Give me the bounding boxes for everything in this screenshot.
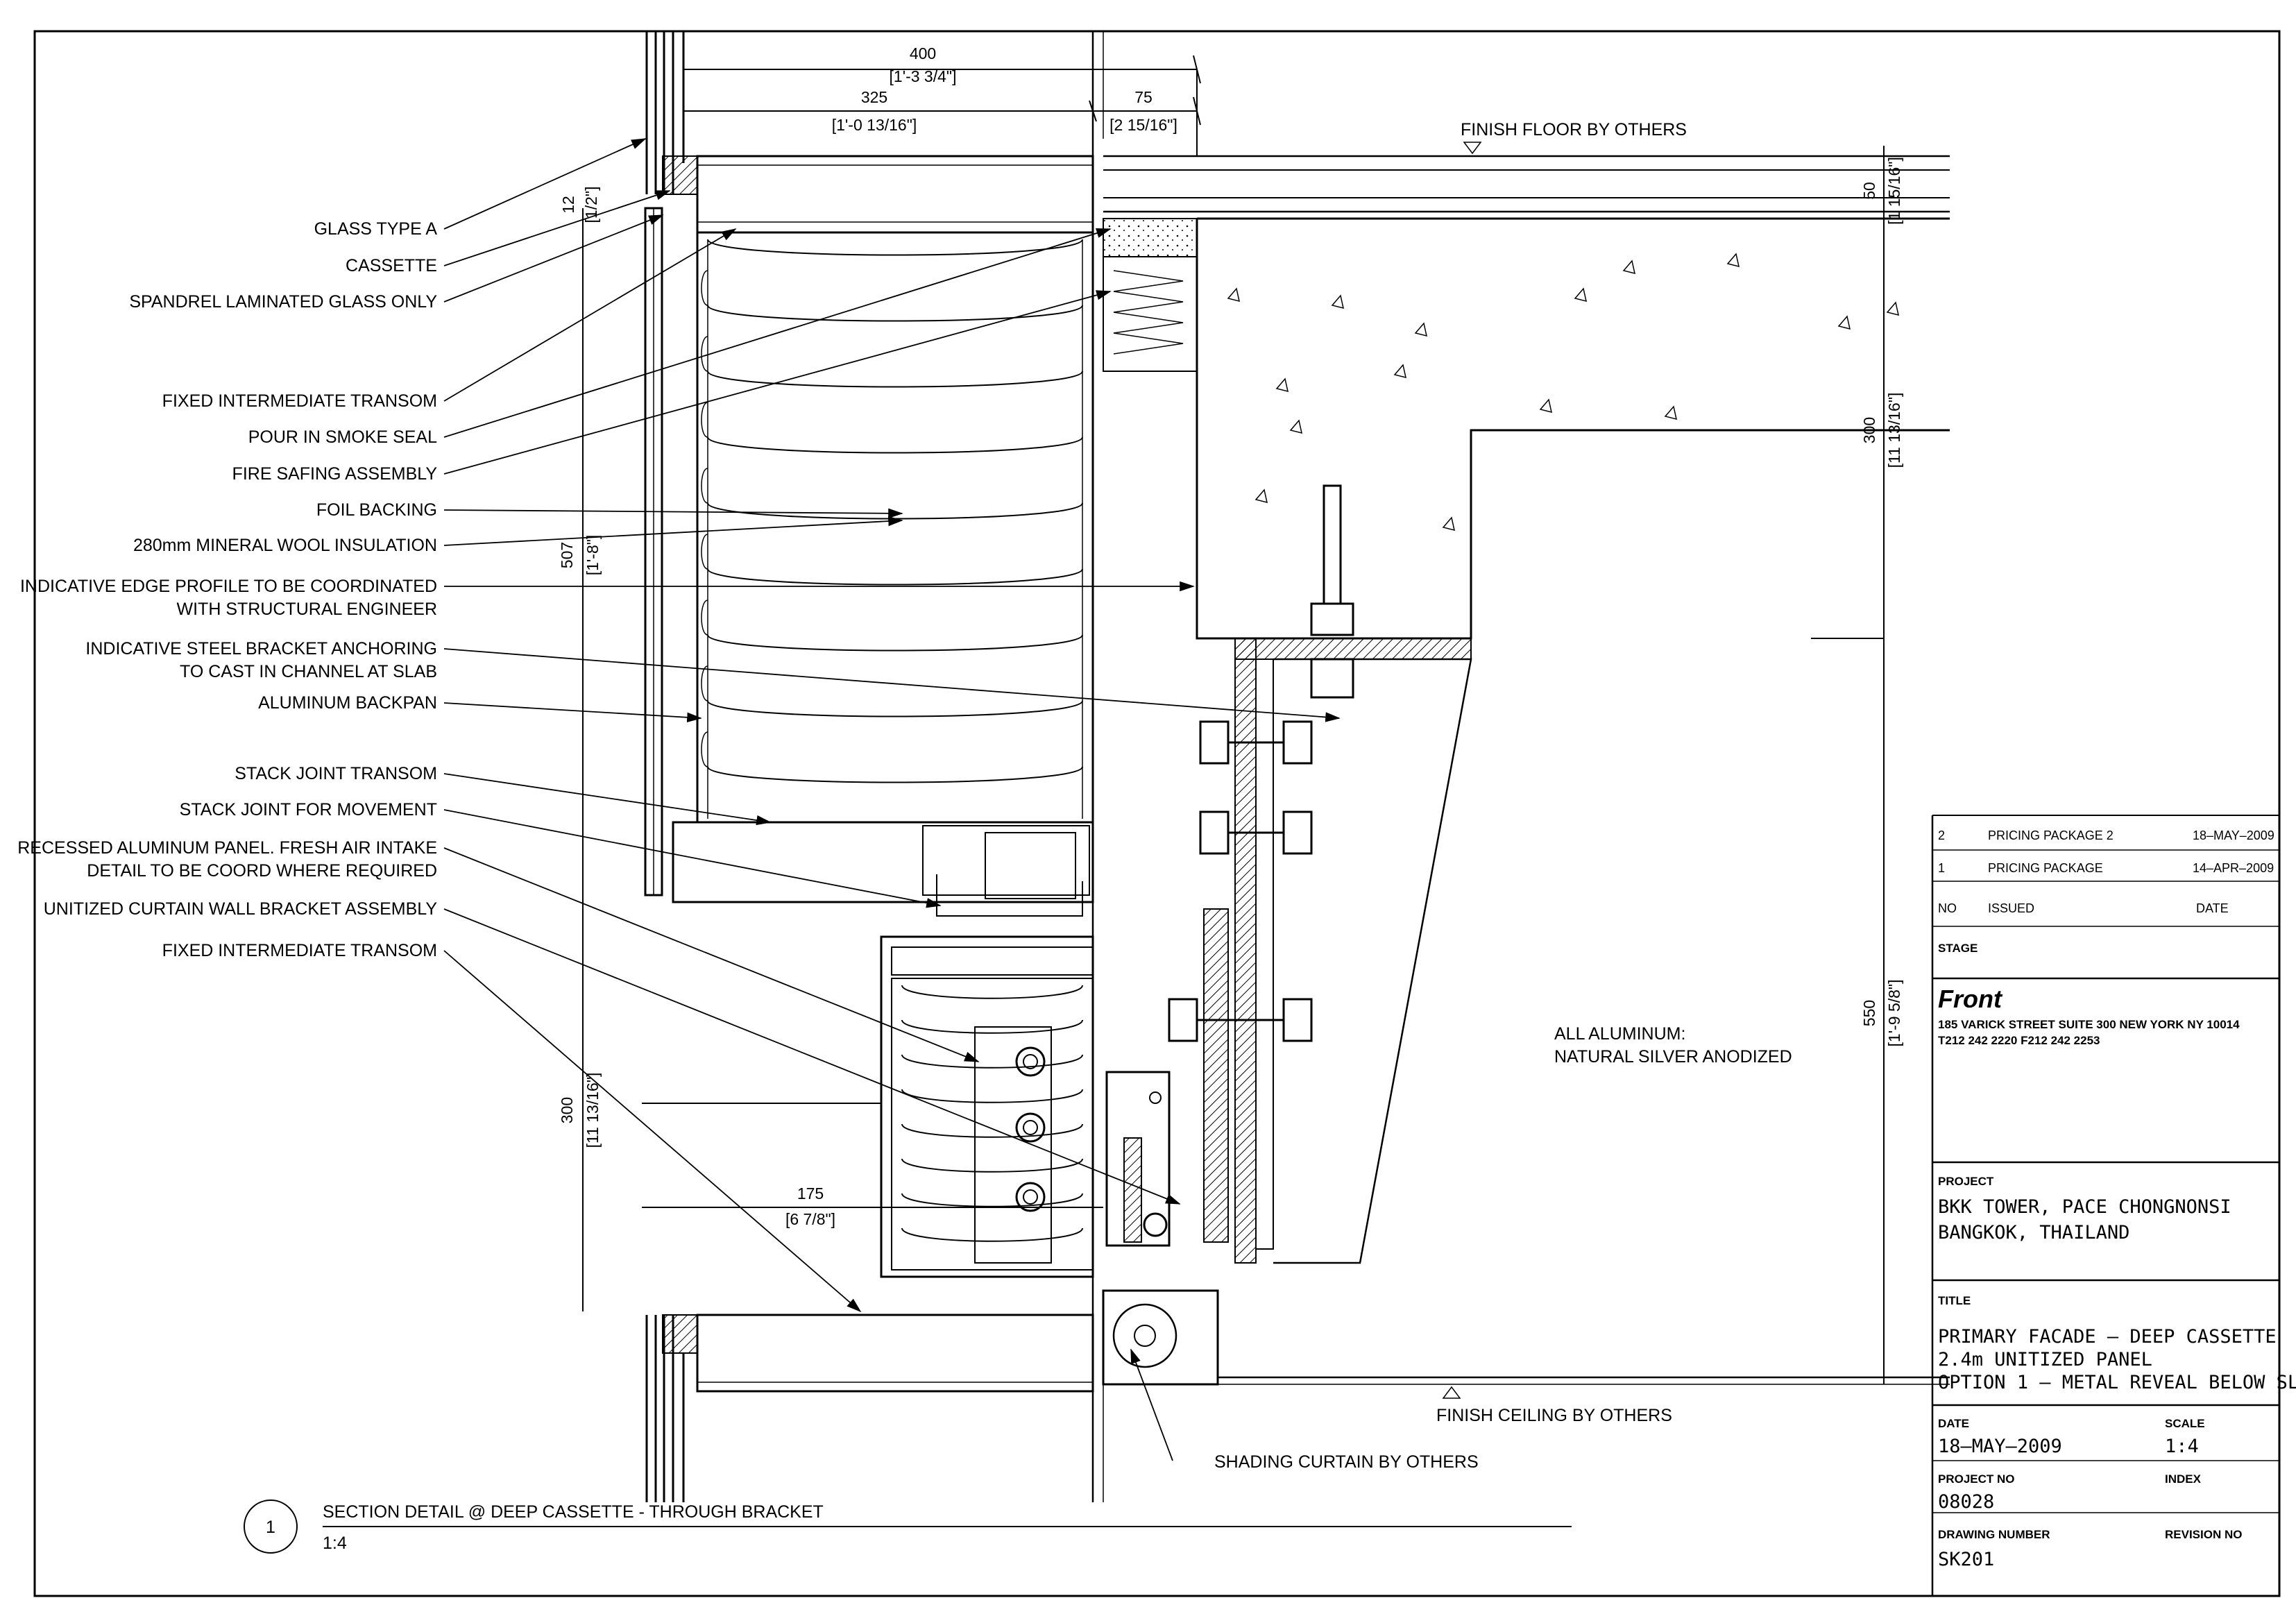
firm-logo: Front: [1938, 985, 2003, 1013]
drawing-number-value: SK201: [1938, 1549, 1994, 1570]
rev-issued: PRICING PACKAGE 2: [1988, 829, 2114, 842]
label-recessed-panel-2: DETAIL TO BE COORD WHERE REQUIRED: [87, 861, 437, 881]
dim-12: 12: [559, 196, 577, 214]
label-fixed-transom-1: FIXED INTERMEDIATE TRANSOM: [162, 391, 437, 411]
dim-550-imperial: [1'-9 5/8"]: [1885, 980, 1903, 1047]
sheet-border: [33, 30, 2281, 1597]
label-fixed-transom-2: FIXED INTERMEDIATE TRANSOM: [162, 941, 437, 960]
project-line-2: BANGKOK, THAILAND: [1938, 1222, 2129, 1243]
dim-50: 50: [1860, 182, 1878, 200]
callout-labels: GLASS TYPE A CASSETTE SPANDREL LAMINATED…: [17, 219, 437, 960]
label-spandrel: SPANDREL LAMINATED GLASS ONLY: [129, 292, 437, 312]
dim-300a: 300: [558, 1097, 576, 1123]
rev-issued: PRICING PACKAGE: [1988, 861, 2103, 875]
dim-325-imperial: [1'-0 13/16"]: [832, 116, 917, 134]
label-stack-movement: STACK JOINT FOR MOVEMENT: [180, 800, 437, 819]
label-glass-type-a: GLASS TYPE A: [314, 219, 438, 239]
dim-507: 507: [558, 542, 576, 568]
drawing-number-label: DRAWING NUMBER: [1938, 1528, 2050, 1541]
date-label: DATE: [1938, 1417, 1969, 1430]
firm-phone: T212 242 2220 F212 242 2253: [1938, 1034, 2100, 1047]
dim-75: 75: [1134, 88, 1153, 106]
label-stack-transom: STACK JOINT TRANSOM: [235, 764, 437, 783]
label-recessed-panel-1: RECESSED ALUMINUM PANEL. FRESH AIR INTAK…: [17, 838, 437, 858]
label-cassette: CASSETTE: [346, 256, 437, 275]
label-backpan: ALUMINUM BACKPAN: [258, 693, 437, 713]
dim-175: 175: [797, 1184, 824, 1203]
section-drawing: [644, 31, 1950, 1502]
dim-300b-imperial: [11 13/16"]: [1885, 393, 1903, 468]
label-smoke-seal: POUR IN SMOKE SEAL: [248, 427, 437, 447]
caption-scale: 1:4: [323, 1533, 347, 1553]
dimension-lines: [582, 55, 1885, 1384]
caption-number: 1: [266, 1518, 275, 1537]
rev-no: 2: [1938, 829, 1945, 842]
dim-550: 550: [1860, 1000, 1878, 1026]
revision-no-label: REVISION NO: [2165, 1528, 2242, 1541]
project-label: PROJECT: [1938, 1175, 1994, 1188]
label-finish-ceiling: FINISH CEILING BY OTHERS: [1436, 1406, 1672, 1425]
label-edge-profile-1: INDICATIVE EDGE PROFILE TO BE COORDINATE…: [20, 577, 437, 596]
dim-300a-imperial: [11 13/16"]: [584, 1073, 602, 1148]
dim-300b: 300: [1860, 417, 1878, 443]
label-steel-bracket-2: TO CAST IN CHANNEL AT SLAB: [180, 662, 437, 681]
project-line-1: BKK TOWER, PACE CHONGNONSI: [1938, 1196, 2231, 1218]
dim-400-imperial: [1'-3 3/4"]: [890, 67, 957, 85]
dim-175-imperial: [6 7/8"]: [785, 1210, 835, 1228]
label-fire-safing: FIRE SAFING ASSEMBLY: [232, 464, 438, 484]
caption-title: SECTION DETAIL @ DEEP CASSETTE - THROUGH…: [323, 1502, 824, 1522]
dim-325: 325: [861, 88, 887, 106]
date-value: 18–MAY–2009: [1938, 1436, 2062, 1457]
dim-75-imperial: [2 15/16"]: [1109, 116, 1177, 134]
dimension-text: 400 [1'-3 3/4"] 325 [1'-0 13/16"] 75 [2 …: [558, 44, 1903, 1228]
scale-value: 1:4: [2165, 1436, 2199, 1457]
label-bracket-assembly: UNITIZED CURTAIN WALL BRACKET ASSEMBLY: [44, 899, 438, 919]
label-edge-profile-2: WITH STRUCTURAL ENGINEER: [177, 600, 437, 619]
rev-date: 18–MAY–2009: [2193, 829, 2274, 842]
rev-header-issued: ISSUED: [1988, 901, 2034, 915]
dim-12-imperial: [1/2"]: [582, 187, 600, 223]
firm-address: 185 VARICK STREET SUITE 300 NEW YORK NY …: [1938, 1018, 2240, 1031]
leader-lines: [443, 138, 1341, 1461]
drawing-caption: 1 SECTION DETAIL @ DEEP CASSETTE - THROU…: [244, 1499, 1572, 1554]
rev-no: 1: [1938, 861, 1945, 875]
index-label: INDEX: [2165, 1472, 2202, 1486]
scale-label: SCALE: [2165, 1417, 2205, 1430]
dim-507-imperial: [1'-8"]: [584, 535, 602, 576]
title-line-3: OPTION 1 – METAL REVEAL BELOW SLAB: [1938, 1372, 2296, 1393]
project-no-label: PROJECT NO: [1938, 1472, 2015, 1486]
title-block: 2 PRICING PACKAGE 2 18–MAY–2009 1 PRICIN…: [1931, 815, 2296, 1596]
dim-50-imperial: [1 15/16"]: [1885, 157, 1903, 225]
label-mineral-wool: 280mm MINERAL WOOL INSULATION: [133, 536, 437, 555]
dim-400: 400: [910, 44, 936, 62]
title-line-2: 2.4m UNITIZED PANEL: [1938, 1349, 2152, 1370]
rev-date: 14–APR–2009: [2193, 861, 2274, 875]
label-foil-backing: FOIL BACKING: [316, 500, 437, 520]
project-no-value: 08028: [1938, 1491, 1994, 1513]
revision-row: 2 PRICING PACKAGE 2 18–MAY–2009: [1938, 829, 2274, 842]
label-finish-floor: FINISH FLOOR BY OTHERS: [1461, 120, 1687, 139]
label-steel-bracket-1: INDICATIVE STEEL BRACKET ANCHORING: [85, 639, 437, 658]
label-anodized: NATURAL SILVER ANODIZED: [1554, 1047, 1792, 1067]
label-all-aluminum: ALL ALUMINUM:: [1554, 1024, 1685, 1044]
rev-header-no: NO: [1938, 901, 1957, 915]
stage-label: STAGE: [1938, 942, 1978, 955]
title-line-1: PRIMARY FACADE – DEEP CASSETTE: [1938, 1326, 2277, 1348]
revision-row: 1 PRICING PACKAGE 14–APR–2009: [1938, 861, 2274, 875]
plan-notes: FINISH FLOOR BY OTHERS FINISH CEILING BY…: [1214, 120, 1792, 1472]
label-shading-curtain: SHADING CURTAIN BY OTHERS: [1214, 1452, 1479, 1472]
title-label: TITLE: [1938, 1294, 1971, 1307]
rev-header-date: DATE: [2196, 901, 2229, 915]
